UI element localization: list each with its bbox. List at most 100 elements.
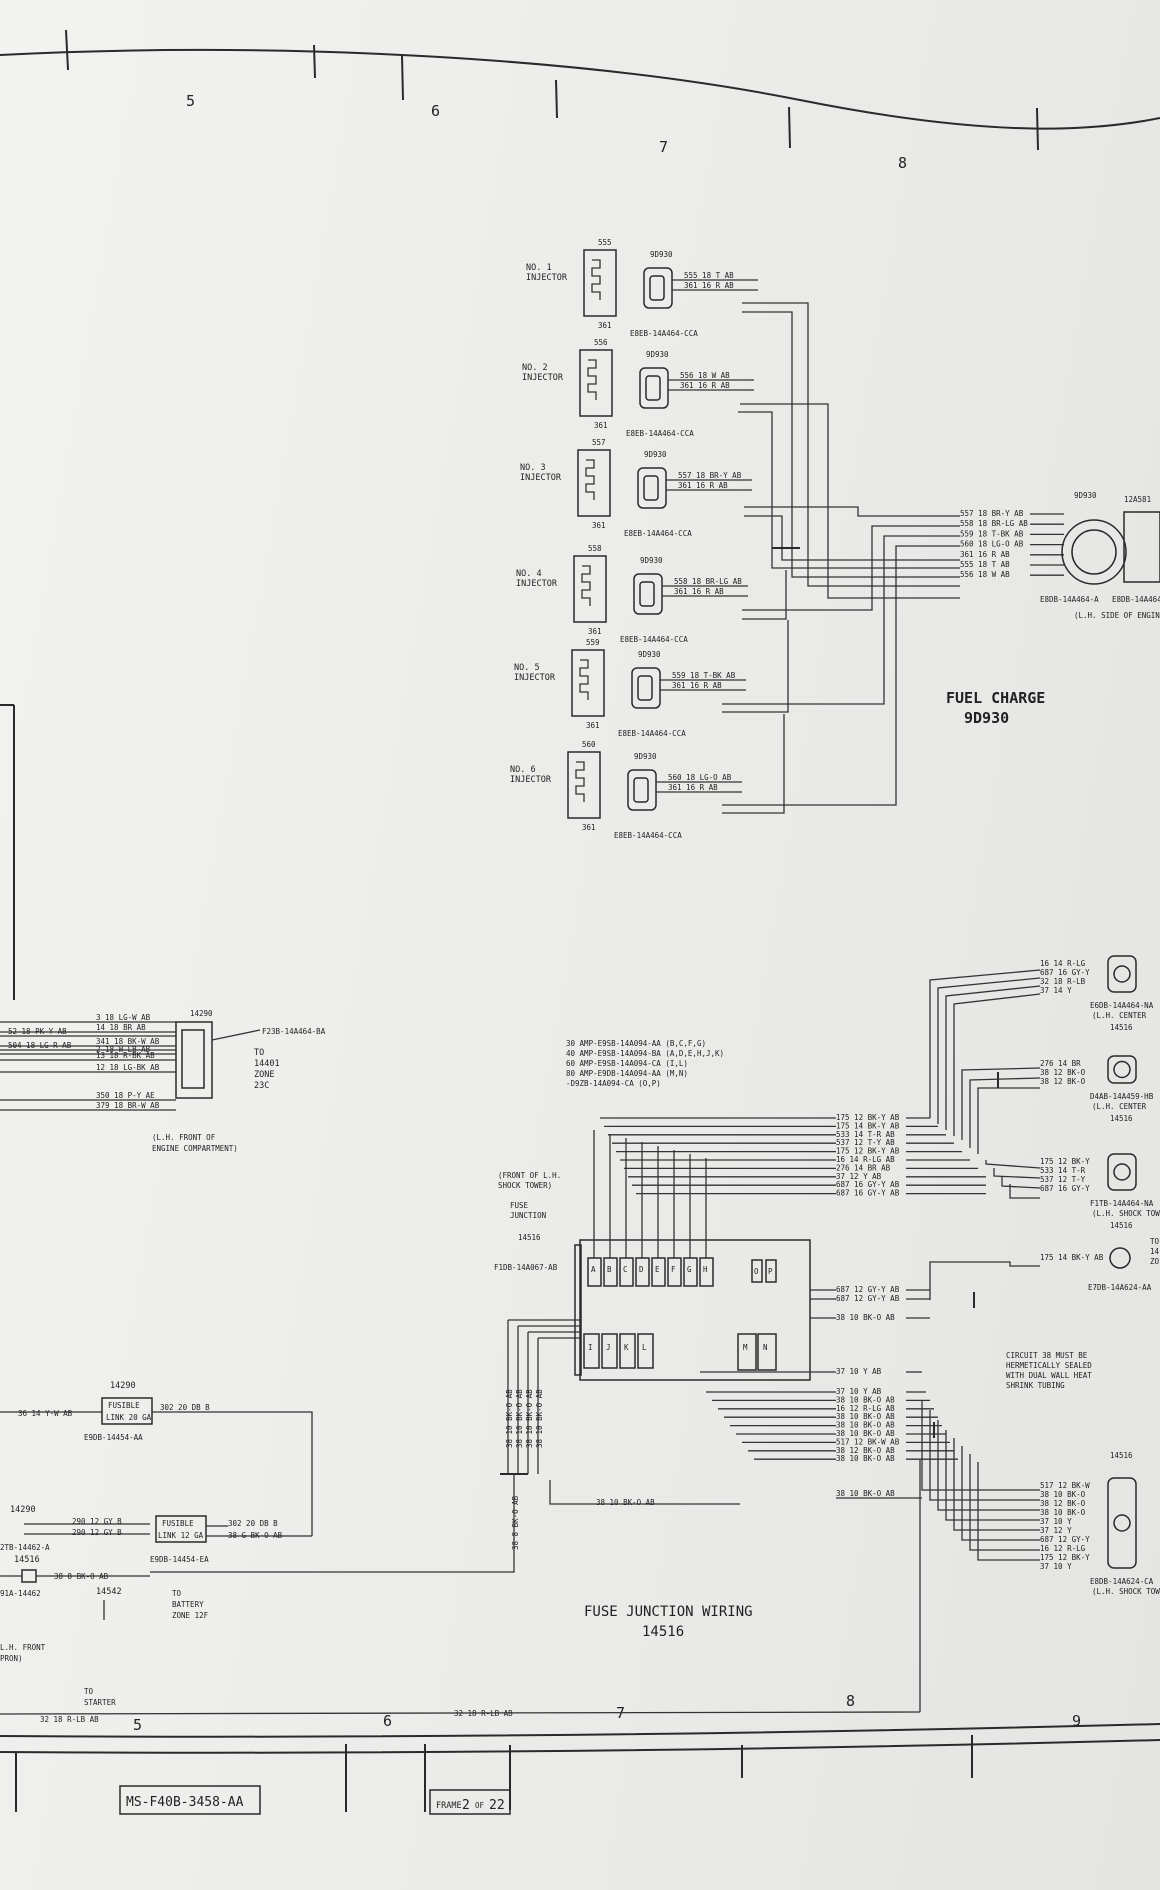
right-connector-to: ZO [1150,1257,1160,1266]
fuse-junction-number: 14516 [642,1624,684,1640]
frame-label: FRAME [436,1801,462,1811]
left-connector-wire-label: 12 18 LG-BK AB [96,1063,160,1072]
injector-coil [579,659,589,700]
fuse-top-wire-label: 175 14 BK-Y AB [836,1121,900,1130]
zone-label-bottom-9: 9 [1072,1712,1081,1730]
injector-connector-part: E8EB-14A464-CCA [626,429,694,438]
fuel-charge-wire-label: 555 18 T AB [960,560,1010,569]
injector-label: NO. 2 [522,363,548,373]
fuse-amp-note: -D9ZB-14A094-CA (O,P) [566,1079,661,1088]
fuse-box-part: F1DB-14A067-AB [494,1263,558,1272]
injector-connector-pin [643,475,659,501]
fuse-amp-note: 80 AMP-E9DB-14A094-AA (M,N) [566,1069,688,1078]
injector-wire-1-label: 560 18 LG-O AB [668,773,732,782]
injector-connector-id: 9D930 [650,250,673,259]
fusible-link-2-in-2: 290 12 GY B [72,1528,122,1537]
right-connector-wire-label: 37 10 Y [1040,1562,1072,1571]
left-connector-part: F23B-14A464-BA [262,1027,326,1036]
fuel-charge-connector-part-b: E8DB-14A464-B [1112,595,1160,604]
injector-top-circuit: 557 [592,438,606,447]
fuse-letter: H [703,1265,708,1274]
left-connector-wire-label: 3 18 LG-W AB [96,1013,151,1022]
right-connector-wire-label: 175 12 BK-Y [1040,1157,1090,1166]
fuse-letter: E [655,1265,660,1274]
starter-to: TO [84,1687,94,1696]
left-connector-to: TO [254,1048,264,1058]
fuse-mid-wire-label: 687 12 GY-Y AB [836,1294,900,1303]
injector-label: NO. 5 [514,663,540,673]
injector-top-circuit: 558 [588,544,602,553]
left-connector-to-zone: ZONE [254,1070,274,1080]
fuse-letter: O [754,1267,759,1276]
fuse-O [751,1259,763,1283]
fuse-letter: F [671,1265,676,1274]
injector-wire-2-label: 361 16 R AB [674,587,724,596]
injector-wire-2-label: 361 16 R AB [678,481,728,490]
left-connector-wire-label: 341 18 BK-W AB [96,1037,160,1046]
right-connector-wire-label: 175 12 BK-Y [1040,1553,1090,1562]
right-connector-wire-label: 38 10 BK-O [1040,1490,1086,1499]
right-connector-to: 14 [1150,1247,1160,1256]
injector-connector-id: 9D930 [646,350,669,359]
injector-connector-pin [649,275,665,301]
fuse-low-wire-label: 517 12 BK-W AB [836,1437,900,1446]
injector-coil [587,359,597,400]
injector-bottom-circuit: 361 [598,321,612,330]
fuse-letter: G [687,1265,692,1274]
fuel-charge-sensor-id: 12A581 [1124,495,1151,504]
right-connector-wire-label: 537 12 T-Y [1040,1175,1086,1184]
right-connector-5: 517 12 BK-W38 10 BK-O38 12 BK-O38 10 BK-… [1040,1451,1160,1596]
fusible-link-1-label-1: FUSIBLE [108,1401,140,1410]
injector-top-circuit: 559 [586,638,600,647]
right-connector-wire-label: 687 12 GY-Y [1040,1535,1090,1544]
fuse-amp-notes: 30 AMP-E9SB-14A094-AA (B,C,F,G)40 AMP-E9… [566,1039,724,1088]
fusible-link-1-id: 14290 [110,1381,136,1391]
right-connector-id: 14516 [1110,1451,1133,1460]
injector-connector [639,367,669,409]
fuse-vertical-bottom-label: 38 8 BK-O AB [511,1495,520,1550]
battery-to: TO [172,1589,182,1598]
injector-bottom-circuit: 361 [586,721,600,730]
injector-wire-2-label: 361 16 R AB [680,381,730,390]
injector-wire-1-label: 558 18 BR-LG AB [674,577,742,586]
right-connector-body [1107,1477,1137,1569]
zone-label-bottom-8: 8 [846,1692,855,1710]
fuel-charge-connector-part: E8DB-14A464-A [1040,595,1099,604]
fuse-front-label-1: (FRONT OF L.H. [498,1171,561,1180]
lower-left-section: 2TB-14462-A 14516 38 8 BK-O AB 91A-14462… [0,1460,921,1724]
injector-bottom-circuit: 361 [592,521,606,530]
injector-label: NO. 1 [526,263,552,273]
lower-left-part-2: 91A-14462 [0,1589,41,1598]
fuse-letter: N [763,1343,768,1352]
left-connector-to-id: 14401 [254,1059,280,1069]
right-connector-wire-label: 38 12 BK-O [1040,1068,1086,1077]
fuse-top-wire-label: 37 12 Y AB [836,1172,882,1181]
fuse-I [583,1333,600,1369]
fusible-link-2-out-1: 302 20 DB B [228,1519,278,1528]
injector-coil [581,565,591,606]
injector-top-circuit: 560 [582,740,596,749]
fuel-charge-wire-label: 361 16 R AB [960,550,1010,559]
right-connector-pin [1113,1163,1131,1181]
right-connector-wire-label: 38 10 BK-O [1040,1508,1086,1517]
injector-label: NO. 3 [520,463,546,473]
fuse-K [619,1333,636,1369]
right-connector-body [1107,1153,1137,1191]
injector-coil [591,259,601,300]
injector-connector-id: 9D930 [640,556,663,565]
battery-label: BATTERY [172,1600,204,1609]
fuse-junction-title: FUSE JUNCTION WIRING [584,1604,753,1620]
fuse-top-wire-label: 175 12 BK-Y AB [836,1147,900,1156]
right-connector-wire-label: 16 12 R-LG [1040,1544,1086,1553]
fuse-P [765,1259,777,1283]
injector-sub-label: INJECTOR [514,673,556,683]
